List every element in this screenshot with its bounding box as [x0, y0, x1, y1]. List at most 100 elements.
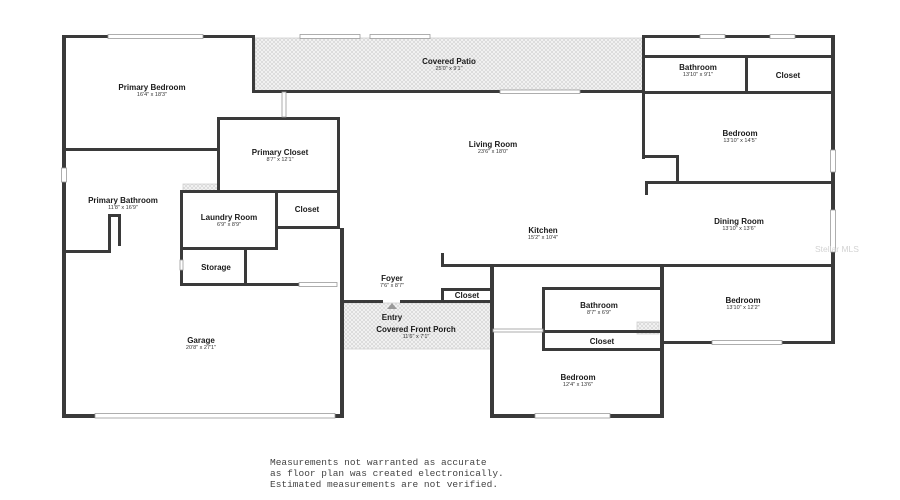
bathroom-top-dimensions: 13'10" x 9'1"	[683, 72, 713, 78]
window	[107, 34, 204, 39]
covered-front-porch-dimensions: 11'6" x 7'1"	[403, 334, 430, 340]
wall	[244, 247, 247, 285]
laundry-room-dimensions: 6'9" x 8'9"	[217, 222, 241, 228]
door-opening	[492, 328, 544, 333]
closet-top-label: Closet	[776, 71, 801, 80]
entry-label: Entry	[382, 313, 403, 322]
wall	[831, 35, 835, 344]
wall	[337, 117, 340, 228]
foyer-label: Foyer	[381, 274, 403, 283]
garage-dimensions: 20'8" x 27'1"	[186, 345, 216, 351]
wall	[180, 283, 300, 286]
garage-label: Garage	[187, 336, 215, 345]
windows	[61, 34, 836, 419]
window	[299, 34, 361, 39]
wall	[180, 190, 340, 193]
wall	[441, 288, 444, 303]
primary-closet-dimensions: 8'7" x 12'1"	[266, 157, 293, 163]
bedroom-s-dimensions: 12'4" x 13'6"	[563, 382, 593, 388]
bedroom-s-label: Bedroom	[560, 373, 595, 382]
window	[369, 34, 431, 39]
kitchen-dimensions: 15'2" x 10'4"	[528, 235, 558, 241]
wall	[252, 90, 643, 93]
wall	[745, 55, 748, 93]
wall	[180, 190, 183, 285]
wall	[645, 181, 835, 184]
wall	[542, 287, 545, 350]
living-room-label: Living Room	[469, 140, 517, 149]
primary-bedroom-label: Primary Bedroom	[118, 83, 185, 92]
entry-arrow-icon	[387, 303, 397, 309]
window	[769, 34, 796, 39]
room-labels: Covered Patio 25'0" x 9'1" Bathroom 13'1…	[88, 57, 800, 388]
walls	[62, 35, 835, 418]
wall	[441, 253, 444, 267]
window	[830, 149, 836, 173]
bedroom-e-label: Bedroom	[725, 296, 760, 305]
window	[699, 34, 726, 39]
wall	[252, 35, 255, 92]
wall	[642, 55, 832, 58]
covered-front-porch-floor	[342, 302, 494, 350]
wall	[180, 247, 278, 250]
laundry-room-label: Laundry Room	[201, 213, 257, 222]
wall	[645, 91, 832, 94]
wall	[642, 35, 645, 159]
bathroom-mid-label: Bathroom	[580, 301, 618, 310]
bedroom-ne-label: Bedroom	[722, 129, 757, 138]
hatched-areas	[182, 37, 660, 350]
wall	[441, 288, 493, 291]
door-opening	[179, 259, 184, 271]
primary-bathroom-dimensions: 11'8" x 16'9"	[108, 205, 138, 211]
bathroom-mid-dimensions: 8'7" x 6'9"	[587, 310, 611, 316]
covered-patio-label: Covered Patio	[422, 57, 476, 66]
primary-bathroom-label: Primary Bathroom	[88, 196, 158, 205]
living-room-dimensions: 23'6" x 18'0"	[478, 149, 508, 155]
wall	[275, 226, 340, 229]
wall	[275, 193, 278, 248]
wall	[542, 348, 663, 351]
covered-patio-dimensions: 25'0" x 9'1"	[435, 66, 462, 72]
disclaimer-line-1: Measurements not warranted as accurate	[270, 457, 487, 468]
primary-bedroom-dimensions: 16'4" x 18'3"	[137, 92, 167, 98]
door-opening	[298, 282, 338, 287]
wall	[642, 155, 678, 158]
dining-room-label: Dining Room	[714, 217, 764, 226]
bedroom-e-dimensions: 13'10" x 12'2"	[726, 305, 759, 311]
bedroom-closet-label: Closet	[590, 337, 615, 346]
wall	[108, 214, 111, 253]
storage-label: Storage	[201, 263, 231, 272]
wall	[660, 264, 664, 288]
wall	[340, 228, 344, 418]
bedroom-ne-dimensions: 13'10" x 14'5"	[723, 138, 756, 144]
disclaimer-line-2: as floor plan was created electronically…	[270, 468, 504, 479]
laundry-closet-label: Closet	[295, 205, 320, 214]
primary-closet-label: Primary Closet	[252, 148, 309, 157]
wall	[542, 330, 663, 333]
window	[830, 209, 836, 253]
disclaimer: Measurements not warranted as accurate a…	[270, 457, 504, 490]
wall	[217, 117, 340, 120]
wall	[643, 35, 834, 38]
kitchen-label: Kitchen	[528, 226, 557, 235]
wall	[542, 287, 664, 290]
window	[534, 413, 611, 419]
bathroom-top-label: Bathroom	[679, 63, 717, 72]
wall	[62, 35, 66, 417]
wall	[217, 118, 220, 193]
wall	[490, 266, 494, 418]
foyer-closet-label: Closet	[455, 291, 480, 300]
wall	[400, 300, 493, 303]
wall	[441, 264, 835, 267]
wall	[62, 250, 111, 253]
covered-front-porch-label: Covered Front Porch	[376, 325, 456, 334]
covered-patio-floor	[254, 37, 644, 93]
wall	[118, 214, 121, 246]
wall	[343, 300, 383, 303]
wall	[660, 286, 664, 418]
garage-door	[94, 413, 336, 419]
window	[499, 89, 581, 94]
window	[711, 340, 783, 345]
